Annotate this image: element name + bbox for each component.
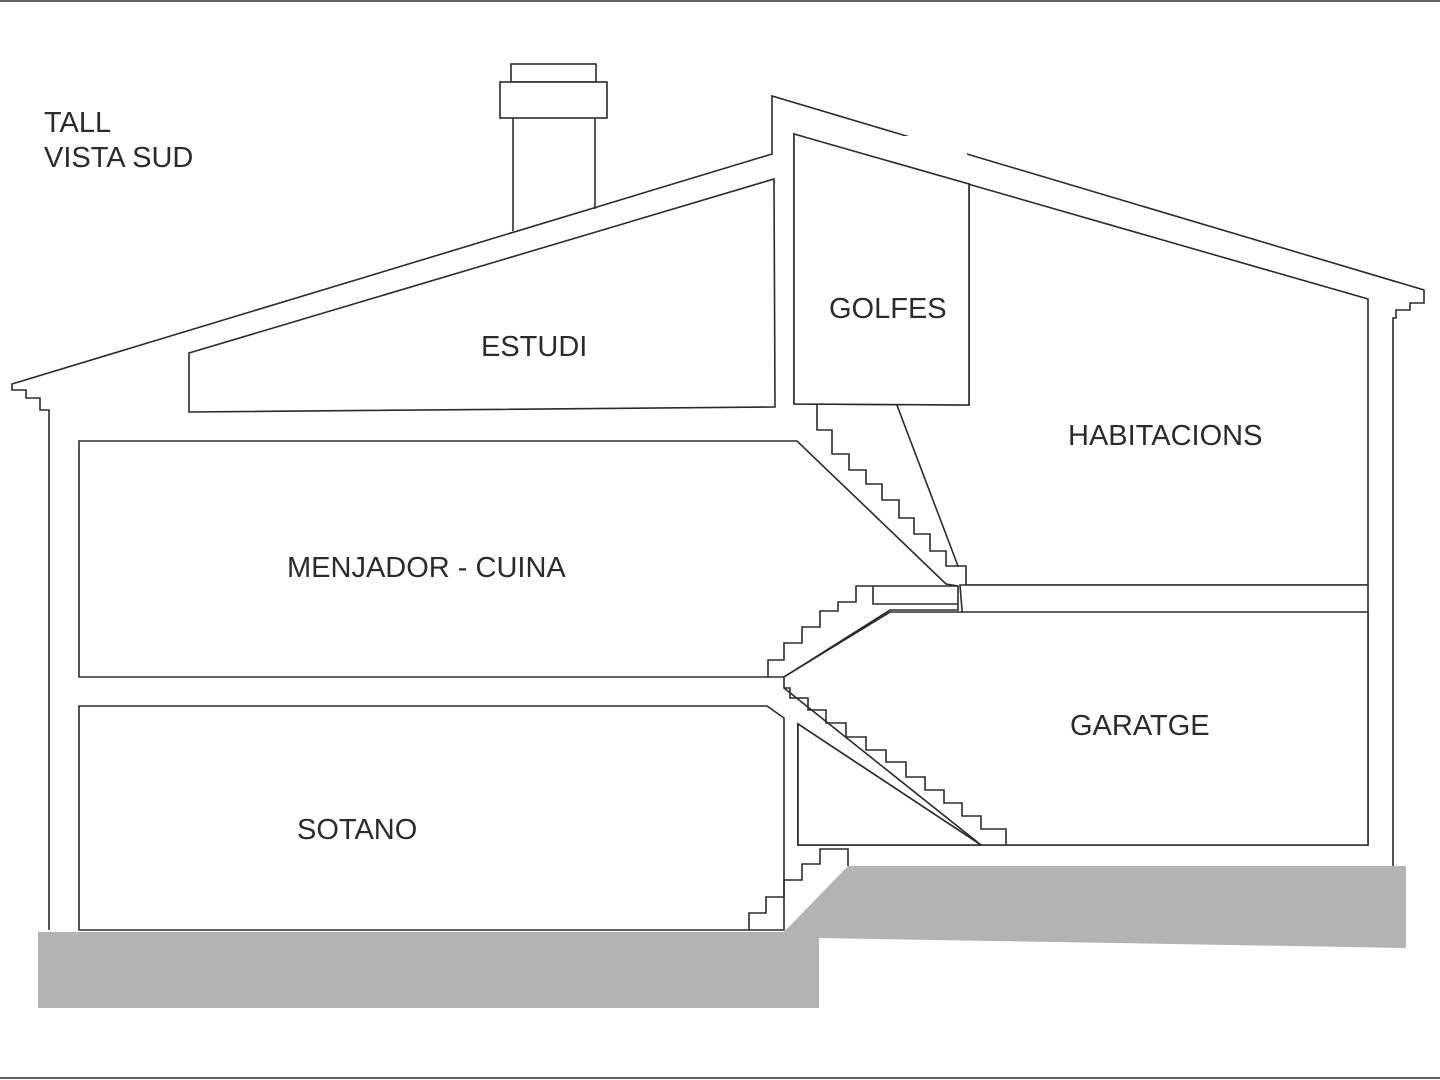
- chimney-collar: [499, 81, 608, 119]
- room-under-stair: [797, 722, 984, 846]
- room-sotano: [78, 705, 785, 931]
- label-habitacions: HABITACIONS: [1068, 420, 1262, 452]
- title-line-2: VISTA SUD: [44, 142, 193, 174]
- title-line-1: TALL: [44, 107, 111, 139]
- label-menjador-cuina: MENJADOR - CUINA: [287, 552, 566, 584]
- label-garatge: GARATGE: [1070, 710, 1210, 742]
- room-estudi: [188, 177, 776, 413]
- stair-landing: [872, 586, 958, 605]
- room-menjador-cuina: [78, 440, 959, 678]
- stair-middle-flight: [767, 585, 958, 677]
- chimney-cap: [510, 63, 597, 83]
- stair-upper-flight: [816, 405, 958, 567]
- stair-lower-flight: [748, 848, 849, 930]
- terrain: [38, 866, 1406, 1008]
- label-golfes: GOLFES: [829, 293, 947, 325]
- room-golfes-box: [793, 132, 970, 406]
- outer-envelope: [11, 94, 1425, 930]
- label-estudi: ESTUDI: [481, 331, 587, 363]
- label-sotano: SOTANO: [297, 814, 417, 846]
- chimney: [499, 63, 608, 231]
- stair-garage-flight: [784, 687, 1007, 845]
